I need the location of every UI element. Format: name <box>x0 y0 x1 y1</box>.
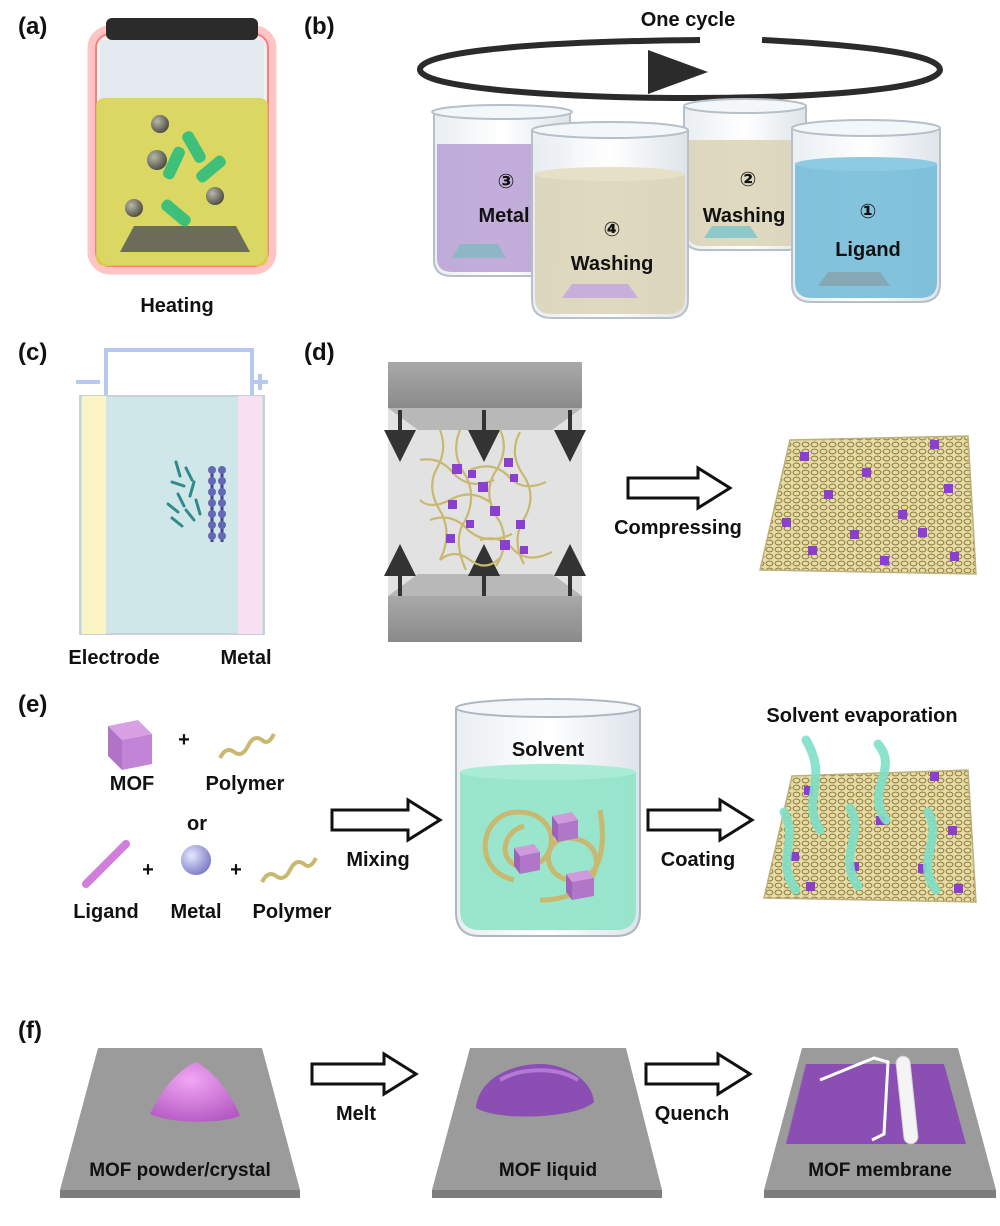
electrode-label: Electrode <box>68 647 159 669</box>
liquid-label: MOF liquid <box>499 1160 597 1181</box>
mof-cube-icon <box>108 720 152 770</box>
metal-plate <box>238 396 262 634</box>
bottom-press-plate <box>388 596 582 642</box>
powder-label: MOF powder/crystal <box>89 1160 271 1181</box>
ligand-rod-icon <box>86 844 126 884</box>
electrode-plate <box>82 396 106 634</box>
panel-b: (b) One cycle ③ Metal ② Washing <box>304 9 940 318</box>
melt-label: Melt <box>336 1103 376 1125</box>
solvent-label: Solvent <box>512 739 585 761</box>
mof-membrane-film <box>786 1064 966 1144</box>
panel-e: (e) + MOF Polymer or + + Ligand Metal Po… <box>18 691 976 936</box>
metal-ball <box>151 115 169 133</box>
mof-cube-in-solvent <box>514 844 540 874</box>
metal-ball <box>206 187 224 205</box>
compress-arrow <box>628 468 730 508</box>
top-press-plate <box>388 362 582 408</box>
step-number: ④ <box>604 219 621 241</box>
melt-arrow <box>312 1054 416 1094</box>
step-number: ③ <box>498 171 515 193</box>
metal-label: Metal <box>170 901 221 923</box>
solvent-beaker <box>456 699 640 936</box>
mixing-label: Mixing <box>346 849 409 871</box>
panel-c: (c) <box>18 339 272 669</box>
heating-vessel <box>92 18 272 270</box>
plus-sign: + <box>230 859 242 881</box>
quench-label: Quench <box>655 1103 729 1125</box>
coating-arrow <box>648 800 752 840</box>
membrane-label: MOF membrane <box>808 1160 952 1181</box>
panel-c-label: (c) <box>18 339 47 366</box>
panel-a-label: (a) <box>18 13 47 40</box>
substrate-plate <box>120 226 250 252</box>
coated-membrane <box>764 740 976 902</box>
panel-d-label: (d) <box>304 339 335 366</box>
cycle-label: One cycle <box>641 9 736 31</box>
cycle-arrow <box>420 40 940 98</box>
metal-sphere-icon <box>181 845 211 875</box>
heating-caption: Heating <box>140 295 213 317</box>
metal-electrode-label: Metal <box>220 647 271 669</box>
step-number: ② <box>740 169 757 191</box>
beaker-washing-2: ② Washing <box>684 99 806 250</box>
electrochemical-cell <box>76 350 268 634</box>
stage-membrane: MOF membrane <box>764 1048 996 1198</box>
plus-sign: + <box>142 859 154 881</box>
beaker-washing-4: ④ Washing <box>532 122 688 318</box>
composite-membrane <box>760 436 976 574</box>
press-assembly <box>388 362 582 642</box>
panel-d: (d) <box>304 339 976 642</box>
coating-label: Coating <box>661 849 735 871</box>
mof-cube-in-solvent <box>552 812 578 842</box>
quench-arrow <box>646 1054 750 1094</box>
polymer-chain-icon <box>220 734 274 758</box>
or-label: or <box>187 813 207 835</box>
panel-a: (a) Heating <box>18 13 272 317</box>
mixing-arrow <box>332 800 440 840</box>
panel-f-label: (f) <box>18 1017 42 1044</box>
polymer-label: Polymer <box>206 773 285 795</box>
beaker-ligand: ① Ligand <box>792 120 940 302</box>
stage-liquid: MOF liquid <box>432 1048 662 1198</box>
plus-sign: + <box>178 729 190 751</box>
metal-ball <box>147 150 167 170</box>
compressing-label: Compressing <box>614 517 742 539</box>
beaker-label: Washing <box>703 205 786 227</box>
panel-b-label: (b) <box>304 13 335 40</box>
polymer-chain-icon <box>262 858 316 882</box>
vessel-cap <box>106 18 258 40</box>
polymer-label: Polymer <box>253 901 332 923</box>
panel-f: (f) MOF powder/crystal Melt MOF liquid Q… <box>18 1017 996 1198</box>
beaker-label: Metal <box>478 205 529 227</box>
panel-e-label: (e) <box>18 691 47 718</box>
mof-cube-in-solvent <box>566 870 594 900</box>
beaker-label: Ligand <box>835 239 901 261</box>
mof-label: MOF <box>110 773 154 795</box>
stage-powder: MOF powder/crystal <box>60 1048 300 1198</box>
ligand-label: Ligand <box>73 901 139 923</box>
metal-ball <box>125 199 143 217</box>
evaporation-label: Solvent evaporation <box>766 705 957 727</box>
step-number: ① <box>860 201 877 223</box>
beaker-label: Washing <box>571 253 654 275</box>
